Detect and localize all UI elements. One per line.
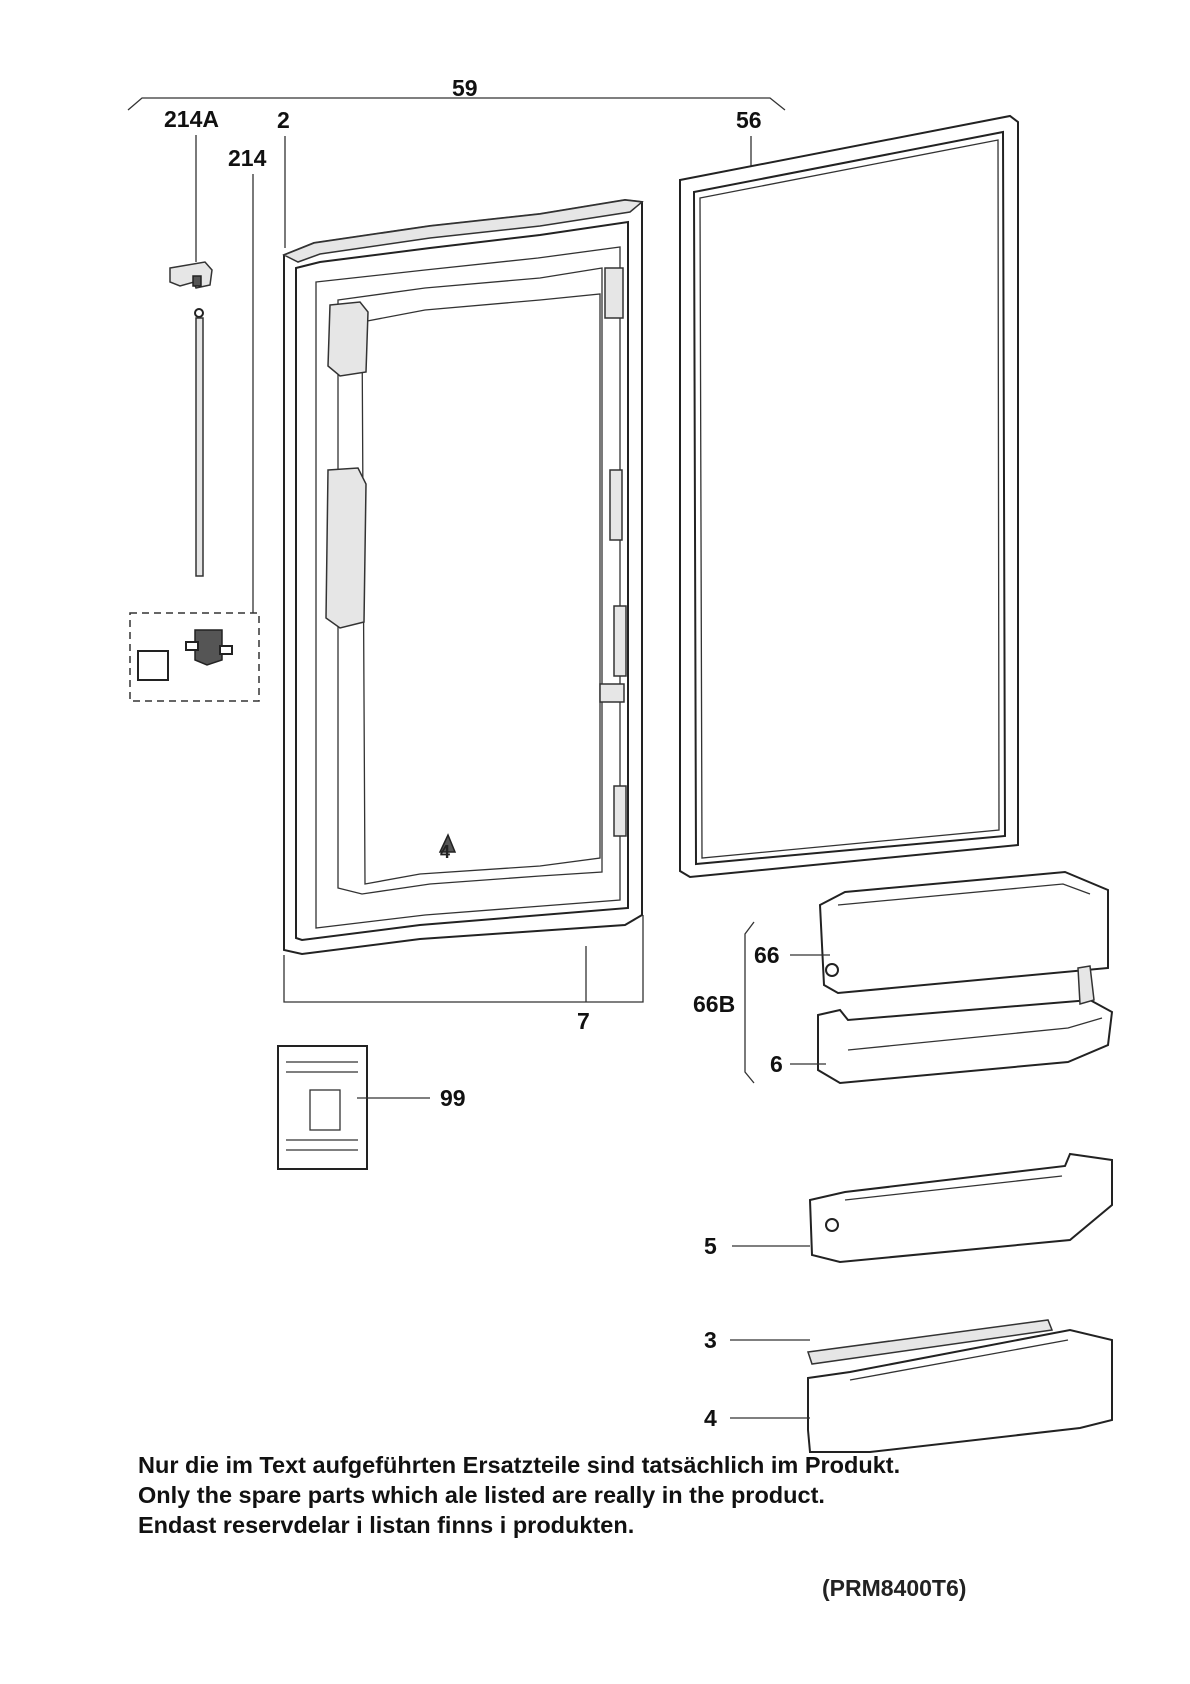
door-gasket-56: 56 (679, 107, 1019, 879)
label-99: 99 (440, 1085, 466, 1111)
label-56: 56 (736, 107, 762, 133)
note-german: Nur die im Text aufgeführten Ersatzteile… (138, 1452, 901, 1478)
label-214: 214 (228, 145, 267, 171)
hinge-part-214A: 214A (164, 106, 219, 289)
label-66B: 66B (693, 991, 735, 1017)
model-code: (PRM8400T6) (822, 1575, 967, 1601)
shelf-lid-66: 66 (754, 870, 1109, 995)
switch-kit-214: 214 (129, 145, 267, 702)
user-manual-99: 99 (277, 1045, 466, 1170)
label-5: 5 (704, 1233, 717, 1259)
label-6: 6 (770, 1051, 783, 1077)
svg-text:4: 4 (440, 842, 450, 862)
bracket-66B: 66B (693, 921, 755, 1084)
label-3: 3 (704, 1327, 717, 1353)
label-2: 2 (277, 107, 290, 133)
label-214A: 214A (164, 106, 219, 132)
label-59: 59 (452, 75, 478, 101)
disclaimer-notes: Nur die im Text aufgeführten Ersatzteile… (138, 1450, 1118, 1540)
door-rod (194, 308, 204, 577)
door-shelf-5: 5 (704, 1152, 1113, 1264)
label-66: 66 (754, 942, 780, 968)
shelf-cover-3: 3 (704, 1319, 1054, 1365)
note-english: Only the spare parts which ale listed ar… (138, 1482, 825, 1508)
bracket-59: 59 (127, 75, 786, 111)
door-shelf-6: 6 (770, 965, 1114, 1085)
label-7: 7 (577, 1008, 590, 1034)
note-swedish: Endast reservdelar i listan finns i prod… (138, 1512, 635, 1538)
door-shelf-4: 4 (704, 1328, 1113, 1453)
door-inner-liner-2: 2 4 7 (277, 107, 644, 1034)
label-4: 4 (704, 1405, 717, 1431)
